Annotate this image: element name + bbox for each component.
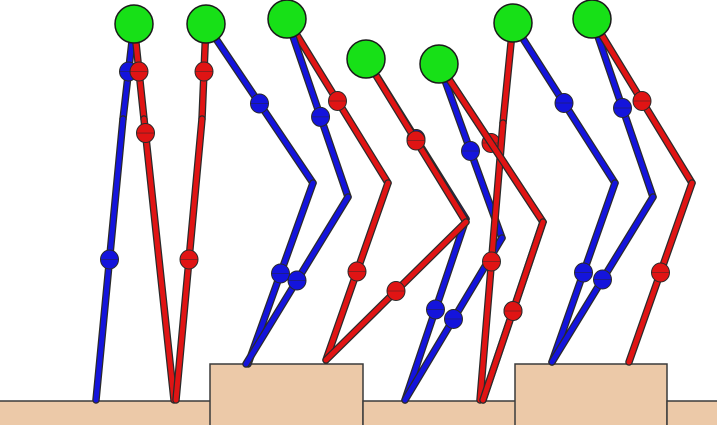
walker-pose-4 (322, 55, 470, 404)
hip-joint (419, 44, 459, 84)
right-leg-shin (141, 116, 177, 403)
ground-step-block (514, 363, 668, 425)
hip-joint (346, 39, 386, 79)
ground-floor-segment (0, 400, 213, 425)
ground-floor-segment (362, 400, 517, 425)
hip-joint (186, 4, 226, 44)
walker-pose-3 (242, 15, 392, 368)
ground-floor-segment (666, 400, 717, 425)
terrain (0, 363, 717, 425)
hip-joint (572, 0, 612, 39)
walker-pose-7 (548, 15, 696, 366)
right-leg-thigh (436, 61, 546, 225)
walker-hips (114, 0, 612, 84)
ground-step-block (209, 363, 364, 425)
walker-pose-2 (172, 20, 317, 404)
walker-pose-8 (435, 60, 547, 404)
hip-joint (493, 3, 533, 43)
hip-joint (114, 4, 154, 44)
walker-legs (92, 15, 696, 404)
walker-pose-1 (92, 20, 178, 404)
hip-joint (267, 0, 307, 39)
